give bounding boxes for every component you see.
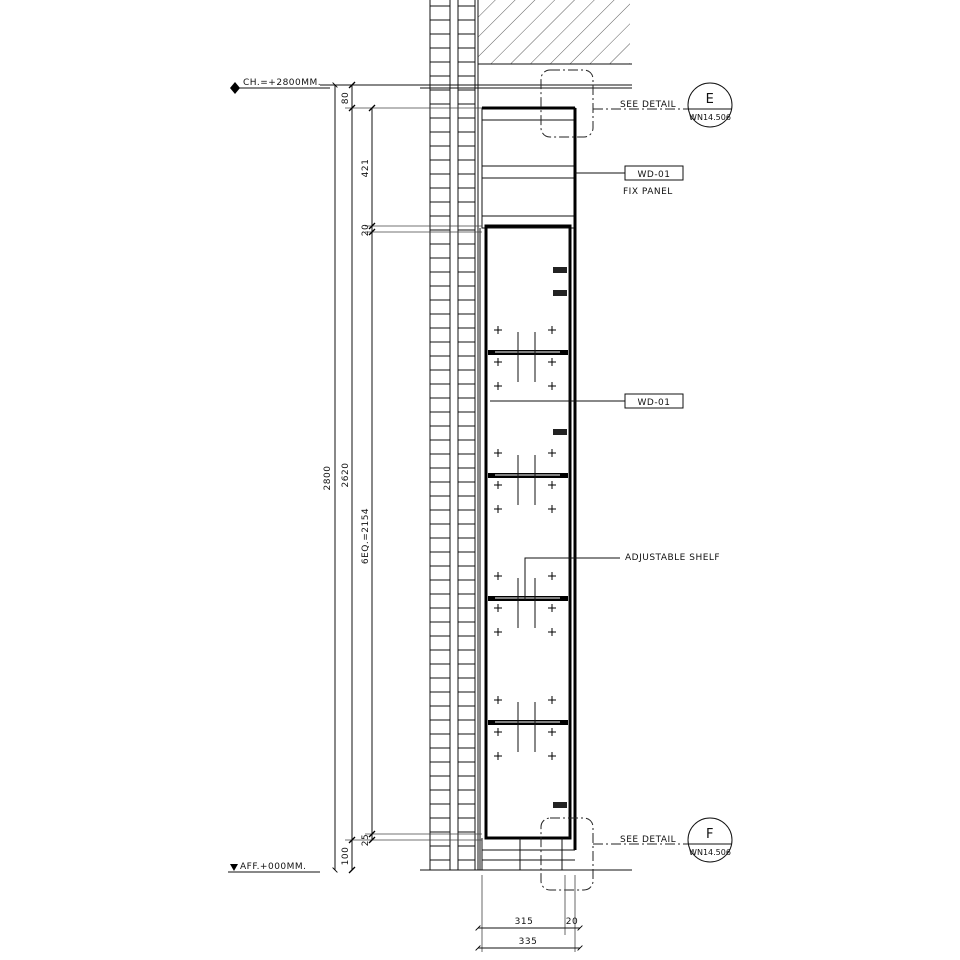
see-detail-label: SEE DETAIL bbox=[620, 835, 676, 845]
ceiling-slab bbox=[420, 0, 632, 89]
shelf-pin-icon bbox=[494, 604, 502, 612]
shelf-pin-icon bbox=[494, 505, 502, 513]
dimension-label: 421 bbox=[361, 159, 371, 178]
shelf-pin-icon bbox=[548, 505, 556, 513]
dimension-label: 80 bbox=[341, 92, 351, 104]
shelf-pin-icon bbox=[548, 752, 556, 760]
dimension-tick bbox=[368, 836, 376, 844]
shelf-pin-icon bbox=[494, 696, 502, 704]
dimension-label: 2800 bbox=[323, 466, 333, 491]
detail-callout-f[interactable]: SEE DETAIL F WN14.506 bbox=[620, 817, 733, 863]
shelf-pin-icon bbox=[494, 628, 502, 636]
dimension-tick bbox=[348, 104, 356, 112]
detail-area-f bbox=[540, 817, 594, 891]
material-tag-label: WD-01 bbox=[637, 398, 670, 408]
floor-level-marker: AFF.+000MM. bbox=[228, 862, 320, 873]
dimension-label: 2620 bbox=[341, 463, 351, 488]
shelf-pin-icon bbox=[494, 728, 502, 736]
shelf-pin-icon bbox=[494, 326, 502, 334]
dimension-label: 100 bbox=[341, 847, 351, 866]
dimension-label: 20 bbox=[566, 917, 578, 927]
dimension-label: 315 bbox=[515, 917, 534, 927]
cabinet-carcass bbox=[484, 224, 572, 840]
shelf-pin-icon bbox=[548, 358, 556, 366]
dimension-tick bbox=[348, 866, 356, 874]
fix-panel-label: FIX PANEL bbox=[623, 187, 673, 197]
level-triangle-icon bbox=[230, 864, 238, 871]
shelf-pin-icon bbox=[548, 728, 556, 736]
hinge-icon bbox=[553, 429, 567, 435]
shelf-pin-icon bbox=[494, 481, 502, 489]
detail-letter: F bbox=[706, 827, 714, 842]
shelf-pin-icon bbox=[494, 572, 502, 580]
dimension-label: 6EQ.=2154 bbox=[361, 508, 371, 564]
detail-sheet: WN14.506 bbox=[689, 848, 731, 857]
material-tag-label: WD-01 bbox=[637, 170, 670, 180]
ceiling-level-marker: CH.=+2800MM. bbox=[230, 78, 330, 94]
dimension-tick bbox=[348, 836, 356, 844]
detail-letter: E bbox=[706, 92, 715, 107]
shelf-pin-icon bbox=[548, 449, 556, 457]
dimension-label: 25 bbox=[361, 834, 371, 846]
shelf-pin-icon bbox=[548, 481, 556, 489]
hinge-icon bbox=[553, 267, 567, 273]
see-detail-label: SEE DETAIL bbox=[620, 100, 676, 110]
floor-level-label: AFF.+000MM. bbox=[240, 862, 307, 872]
material-tag-fix-panel: WD-01 FIX PANEL bbox=[575, 165, 684, 197]
shelf-pin-icon bbox=[494, 382, 502, 390]
dimension-tick bbox=[348, 81, 356, 89]
dimension-label: 20 bbox=[361, 224, 371, 236]
level-marker-icon bbox=[230, 82, 240, 94]
shelf-pin-icon bbox=[494, 752, 502, 760]
horizontal-dimensions: 315 20 335 bbox=[475, 875, 583, 952]
cabinet bbox=[479, 106, 577, 870]
dimension-tick bbox=[368, 222, 376, 230]
hinge-icon bbox=[553, 290, 567, 296]
detail-callout-e[interactable]: SEE DETAIL E WN14.506 bbox=[620, 82, 733, 128]
material-tag-cabinet: WD-01 bbox=[490, 393, 684, 409]
detail-area-e bbox=[540, 69, 594, 138]
shelf-pin-icon bbox=[548, 604, 556, 612]
vertical-dimensions: 2800 80 421 20 2620 6EQ.=2154 25 100 bbox=[320, 81, 482, 874]
shelf-pin-icon bbox=[548, 326, 556, 334]
shelf-pin-icon bbox=[548, 382, 556, 390]
dimension-tick bbox=[368, 228, 376, 236]
detail-sheet: WN14.506 bbox=[689, 113, 731, 122]
dimension-label: 335 bbox=[519, 937, 538, 947]
shelf-pin-icon bbox=[548, 628, 556, 636]
hinge-icon bbox=[553, 802, 567, 808]
fix-panel bbox=[481, 107, 576, 229]
brick-wall bbox=[429, 0, 479, 870]
dimension-tick bbox=[368, 104, 376, 112]
adjustable-shelf-callout: ADJUSTABLE SHELF bbox=[524, 553, 720, 600]
shelf-label: ADJUSTABLE SHELF bbox=[625, 553, 720, 563]
shelf-pin-icon bbox=[548, 572, 556, 580]
dimension-tick bbox=[368, 830, 376, 838]
shelf-pin-icon bbox=[494, 449, 502, 457]
shelf-pin-icon bbox=[548, 696, 556, 704]
ceiling-level-label: CH.=+2800MM. bbox=[243, 78, 321, 88]
shelf-pin-icon bbox=[494, 358, 502, 366]
